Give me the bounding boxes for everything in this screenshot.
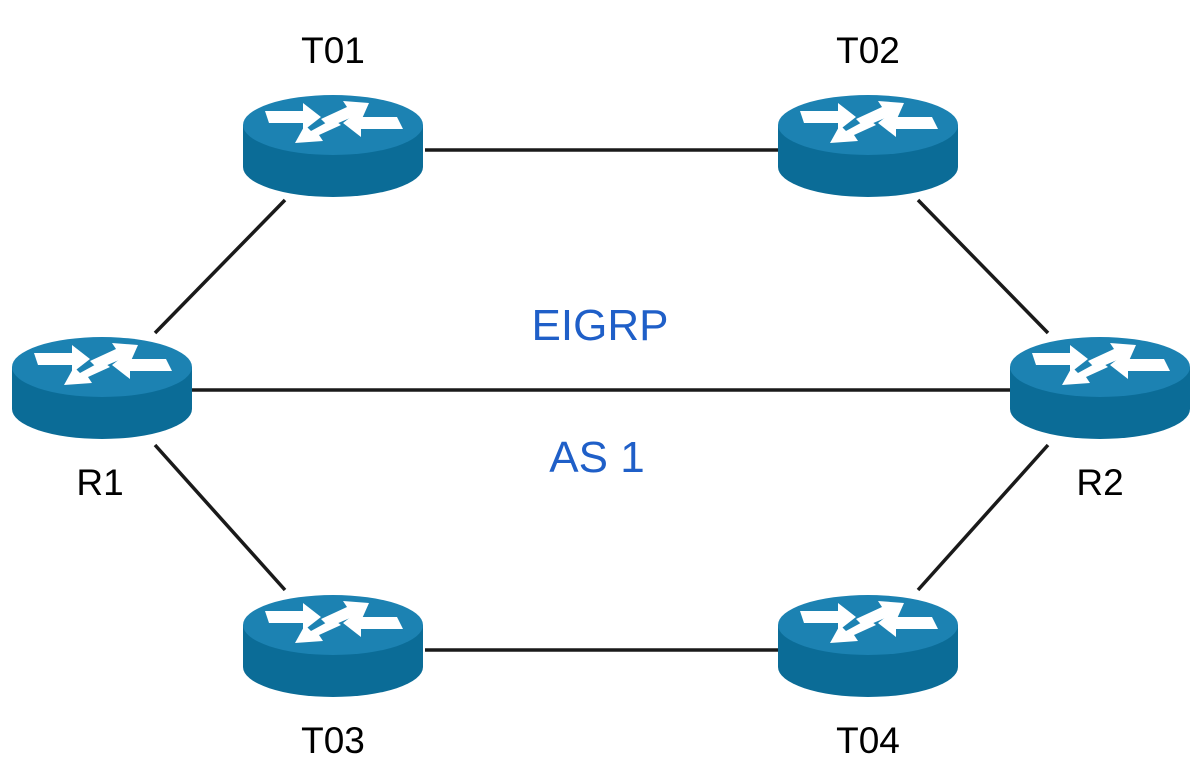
router-icon: [12, 337, 192, 439]
router-t04: T04: [778, 595, 958, 761]
link-t04-r2: [916, 443, 1050, 592]
router-label: T01: [301, 30, 365, 71]
router-label: T04: [836, 720, 900, 761]
links-layer: [153, 148, 1050, 652]
router-t03: T03: [243, 595, 423, 761]
router-icon: [1010, 337, 1190, 439]
router-r2: R2: [1010, 337, 1190, 503]
protocol-label: EIGRP: [532, 301, 669, 350]
router-label: T03: [301, 720, 365, 761]
router-icon: [243, 595, 423, 697]
link-r1-t01: [153, 198, 287, 335]
router-label: R2: [1076, 462, 1123, 503]
router-r1: R1: [12, 337, 192, 503]
as-number-label: AS 1: [549, 433, 644, 482]
link-r1-t03: [153, 443, 287, 592]
router-t01: T01: [243, 30, 423, 197]
link-t02-r2: [916, 198, 1050, 335]
router-t02: T02: [778, 30, 958, 197]
router-icon: [778, 595, 958, 697]
router-label: R1: [76, 462, 123, 503]
router-icon: [778, 95, 958, 197]
router-icon: [243, 95, 423, 197]
router-label: T02: [836, 30, 900, 71]
